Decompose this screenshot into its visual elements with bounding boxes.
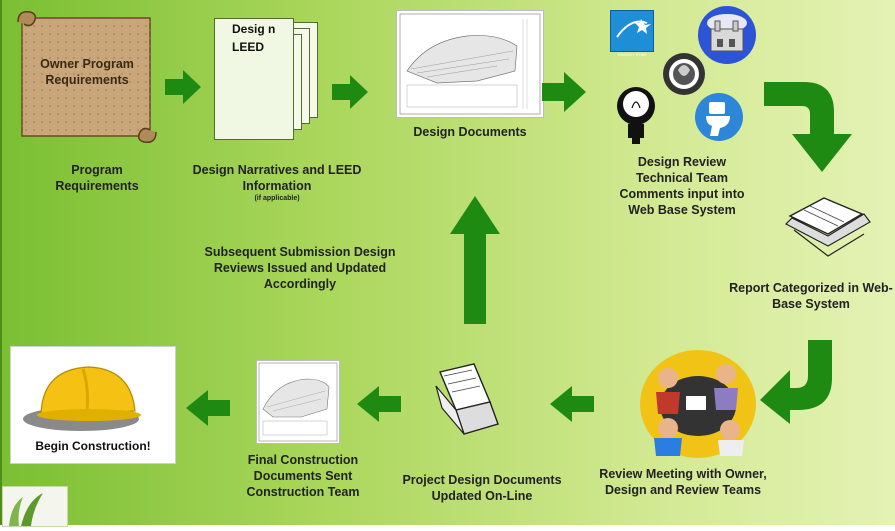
curved-arrow-down-1 <box>764 82 852 172</box>
toilet-icon <box>694 92 744 142</box>
program-requirements-label: Program Requirements <box>55 163 139 193</box>
arrow-left-3 <box>186 390 230 426</box>
subsequent-submission-label: Subsequent Submission Design Reviews Iss… <box>204 245 396 291</box>
laptop-folder-icon <box>784 196 874 262</box>
construction-documents-image <box>256 360 340 444</box>
arrow-right-1 <box>165 70 201 104</box>
arrow-left-2 <box>357 386 401 422</box>
project-design-documents-label: Project Design Documents Updated On-Line <box>402 473 562 503</box>
meeting-icon <box>638 348 758 460</box>
energy-star-icon <box>610 10 654 52</box>
design-review-label: Design Review Technical Team Comments in… <box>619 155 745 217</box>
scroll-icon <box>16 8 158 146</box>
design-documents-label: Design Documents <box>413 125 527 139</box>
power-plant-icon <box>695 5 759 65</box>
energy-star-text: ENERGY STAR <box>617 52 647 57</box>
begin-construction-card: Begin Construction! <box>10 346 176 464</box>
blueprint-image <box>396 10 544 118</box>
document-stack-icon <box>212 12 322 140</box>
arrow-up <box>450 196 500 324</box>
report-categorized-label: Report Categorized in Web-Base System <box>729 281 893 311</box>
hard-hat-icon <box>23 366 141 431</box>
curved-arrow-left <box>760 340 832 424</box>
design-narratives-note: (if applicable) <box>254 195 300 202</box>
document-text: Desig n LEED <box>232 22 276 54</box>
arrow-left-1 <box>550 386 594 422</box>
laptop-icon <box>430 362 502 448</box>
arrow-right-3 <box>542 72 586 112</box>
begin-construction-label: Begin Construction! <box>35 439 151 453</box>
review-meeting-label: Review Meeting with Owner, Design and Re… <box>599 467 767 497</box>
lightbulb-icon <box>614 84 658 146</box>
leed-seal-icon <box>662 52 706 96</box>
design-narratives-label: Design Narratives and LEED Information (… <box>187 162 367 203</box>
final-construction-documents-label: Final Construction Documents Sent Constr… <box>246 453 360 499</box>
arrow-right-2 <box>332 75 368 109</box>
plant-image <box>2 486 68 527</box>
scroll-text: Owner Program Requirements <box>40 57 134 87</box>
